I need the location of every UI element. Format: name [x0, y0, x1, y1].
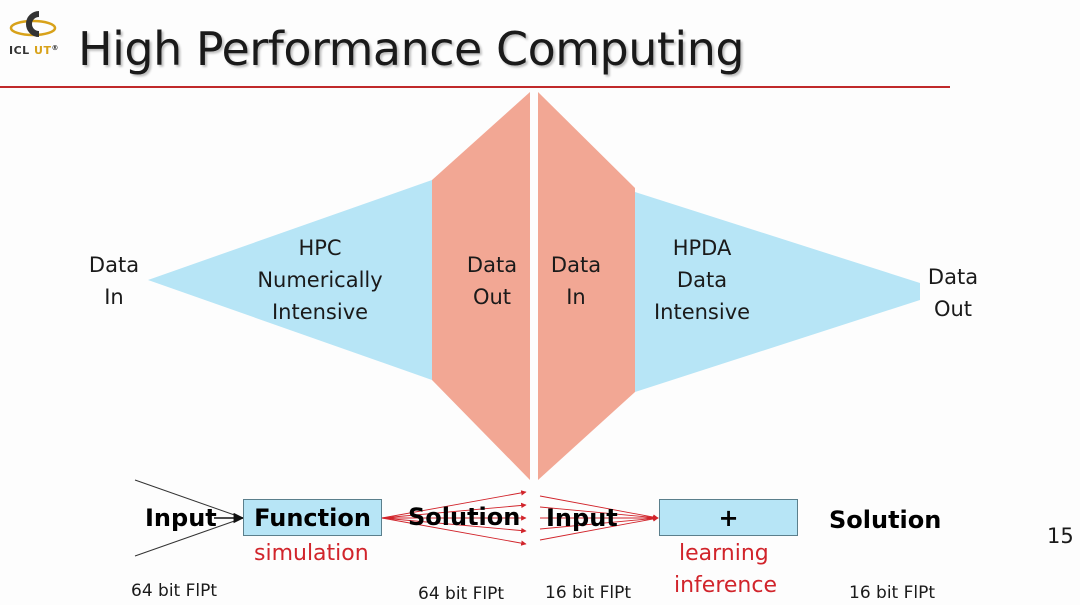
right-data-out-line1: Data — [927, 265, 979, 289]
title-rule — [0, 86, 950, 88]
function-box: Function — [243, 499, 382, 536]
solution-left-label: Solution — [408, 503, 521, 531]
solution-right-label: Solution — [829, 506, 942, 534]
left-data-in-label: Data In — [86, 249, 142, 313]
left-cone-salmon — [432, 92, 530, 480]
function-fan-arrows — [381, 490, 527, 546]
hpda-line1: HPDA — [672, 236, 732, 260]
hpc-label: HPC Numerically Intensive — [250, 232, 390, 328]
input-line-top — [134, 479, 244, 519]
logo-text-reg: ® — [51, 44, 59, 52]
right-data-out-line2: Out — [933, 297, 973, 321]
left-cone-blue — [148, 180, 432, 380]
hpc-line2: Numerically — [257, 268, 383, 292]
input-right-label: Input — [546, 504, 618, 532]
logo-text-icl: ICL — [9, 44, 30, 57]
plus-fan-arrows — [539, 495, 659, 541]
page-number: 15 — [1047, 524, 1074, 548]
left-data-in-line2: In — [104, 285, 124, 309]
left-data-out-line1: Data — [466, 253, 518, 277]
hpc-line3: Intensive — [271, 300, 369, 324]
input-left-label: Input — [145, 504, 217, 532]
right-cone-blue — [635, 192, 920, 392]
input-line-bottom — [134, 517, 244, 557]
precision-label-3: 16 bit FlPt — [545, 583, 632, 603]
hpda-line3: Intensive — [653, 300, 751, 324]
inference-label: inference — [674, 573, 778, 598]
left-data-out-line2: Out — [472, 285, 512, 309]
plus-box: + — [659, 499, 798, 536]
logo-text-ut: UT — [34, 44, 52, 57]
function-box-label: Function — [254, 504, 371, 532]
right-data-out-label: Data Out — [922, 261, 984, 325]
hpc-line1: HPC — [298, 236, 342, 260]
precision-label-2: 64 bit FlPt — [418, 584, 505, 604]
precision-label-1: 64 bit FlPt — [131, 581, 218, 601]
right-data-in-line2: In — [566, 285, 586, 309]
precision-label-4: 16 bit FlPt — [849, 583, 936, 603]
right-data-in-label: Data In — [546, 249, 606, 313]
right-data-in-line1: Data — [550, 253, 602, 277]
logo-text: ICL UT® — [9, 44, 59, 57]
icl-logo-icon — [9, 11, 57, 37]
learning-label: learning — [679, 541, 769, 566]
simulation-label: simulation — [254, 541, 369, 566]
right-cone-salmon — [538, 92, 635, 480]
left-data-out-label: Data Out — [462, 249, 522, 313]
hpda-line2: Data — [676, 268, 728, 292]
hpda-label: HPDA Data Intensive — [642, 232, 762, 328]
slide-title: High Performance Computing — [78, 22, 745, 76]
plus-box-label: + — [718, 504, 739, 532]
left-data-in-line1: Data — [88, 253, 140, 277]
